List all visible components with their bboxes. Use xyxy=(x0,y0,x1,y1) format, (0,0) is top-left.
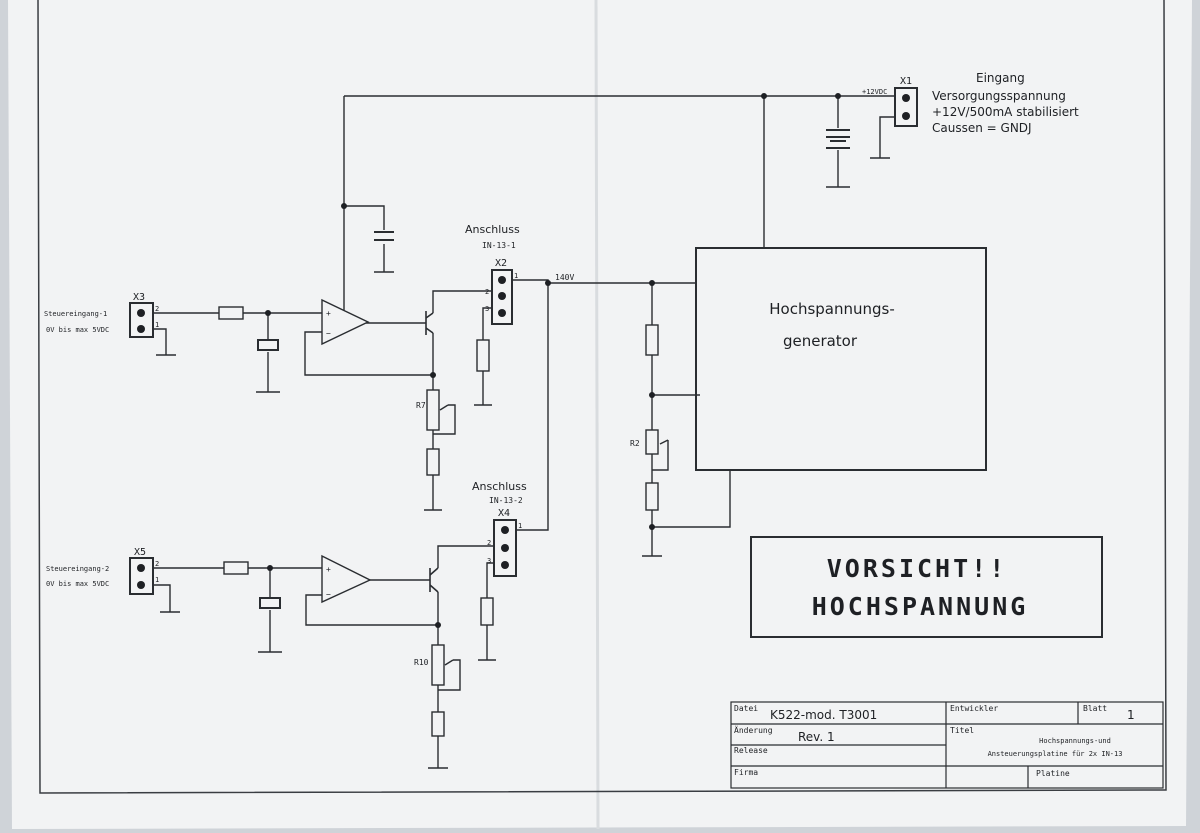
power-line1: Versorgungsspannung xyxy=(932,89,1066,103)
power-heading: Eingang xyxy=(976,71,1025,85)
x1-label: X1 xyxy=(900,76,912,87)
aenderung-value: Rev. 1 xyxy=(798,730,835,744)
firma-label: Firma xyxy=(734,768,758,777)
x5-pin2: 2 xyxy=(155,560,159,568)
ch1-input-range: 0V bis max 5VDC xyxy=(46,326,109,334)
x4-pin3: 3 xyxy=(487,557,491,565)
opamp-symbols xyxy=(321,298,372,604)
x4-title: Anschluss xyxy=(472,480,527,493)
title-block xyxy=(730,701,1164,789)
datei-value: K522-mod. T3001 xyxy=(770,708,877,722)
connector-x1: X1 +12VDC xyxy=(862,76,918,127)
ch1-input-label: Steuereingang-1 xyxy=(44,310,107,318)
x5-pin1: 1 xyxy=(155,576,159,584)
x2-pin3: 3 xyxy=(485,305,489,313)
rail-label: +12VDC xyxy=(862,88,887,96)
power-line2: +12V/500mA stabilisiert xyxy=(932,105,1079,119)
svg-text:−: − xyxy=(326,590,331,599)
release-label: Release xyxy=(734,746,768,755)
r2-label: R2 xyxy=(630,439,640,448)
generator-line1: Hochspannungs- xyxy=(769,300,895,318)
x2-subtitle: IN-13-1 xyxy=(482,241,516,250)
generator-box xyxy=(695,247,987,471)
datei-label: Datei xyxy=(734,704,758,713)
wiring xyxy=(153,95,895,769)
connector-x4: X4 1 2 3 xyxy=(487,508,522,577)
resistor-symbols xyxy=(218,306,659,737)
ch2-input-range: 0V bis max 5VDC xyxy=(46,580,109,588)
x2-title: Anschluss xyxy=(465,223,520,236)
r10-label: R10 xyxy=(414,658,429,667)
x4-pin2: 2 xyxy=(487,539,491,547)
hv-net-label: 140V xyxy=(555,273,574,282)
r7-label: R7 xyxy=(416,401,426,410)
warning-box xyxy=(750,536,1103,638)
x4-label: X4 xyxy=(498,508,510,519)
capacitor-symbols xyxy=(257,129,850,609)
x4-pin1: 1 xyxy=(518,522,522,530)
opamp-pins: + − + − xyxy=(326,309,331,599)
x3-pin2: 2 xyxy=(155,305,159,313)
drawing-frame xyxy=(37,0,1167,794)
trimmer-wipers xyxy=(439,404,669,666)
x2-label: X2 xyxy=(495,258,507,269)
titel-line1: Hochspannungs-und xyxy=(1039,737,1111,745)
power-line3: Caussen = GNDJ xyxy=(932,121,1032,135)
warning-line2: HOCHSPANNUNG xyxy=(812,592,1029,621)
connector-x2: X2 1 2 3 xyxy=(485,258,518,325)
blatt-value: 1 xyxy=(1127,708,1135,722)
ch2-input-label: Steuereingang-2 xyxy=(46,565,109,573)
paper-fold xyxy=(594,0,600,830)
platine-label: Platine xyxy=(1036,769,1070,778)
blatt-label: Blatt xyxy=(1083,704,1107,713)
connector-x3: X3 2 1 xyxy=(129,292,159,338)
connector-x5: X5 2 1 xyxy=(129,547,159,595)
titel-label: Titel xyxy=(950,726,974,735)
x5-label: X5 xyxy=(134,547,146,558)
entwickler-label: Entwickler xyxy=(950,704,998,713)
x2-pin2: 2 xyxy=(485,288,489,296)
x2-pin1: 1 xyxy=(514,272,518,280)
titel-line2: Ansteuerungsplatine für 2x IN-13 xyxy=(988,750,1123,758)
paper-background xyxy=(8,0,1192,829)
svg-text:+: + xyxy=(326,565,331,574)
warning-line1: VORSICHT!! xyxy=(827,554,1008,583)
aenderung-label: Änderung xyxy=(734,725,773,735)
generator-line2: generator xyxy=(783,332,858,350)
x4-subtitle: IN-13-2 xyxy=(489,496,523,505)
svg-text:+: + xyxy=(326,309,331,318)
svg-text:−: − xyxy=(326,329,331,338)
junction-dots xyxy=(265,93,841,628)
transistor-symbols xyxy=(425,311,439,593)
x3-label: X3 xyxy=(133,292,145,303)
x3-pin1: 1 xyxy=(155,321,159,329)
